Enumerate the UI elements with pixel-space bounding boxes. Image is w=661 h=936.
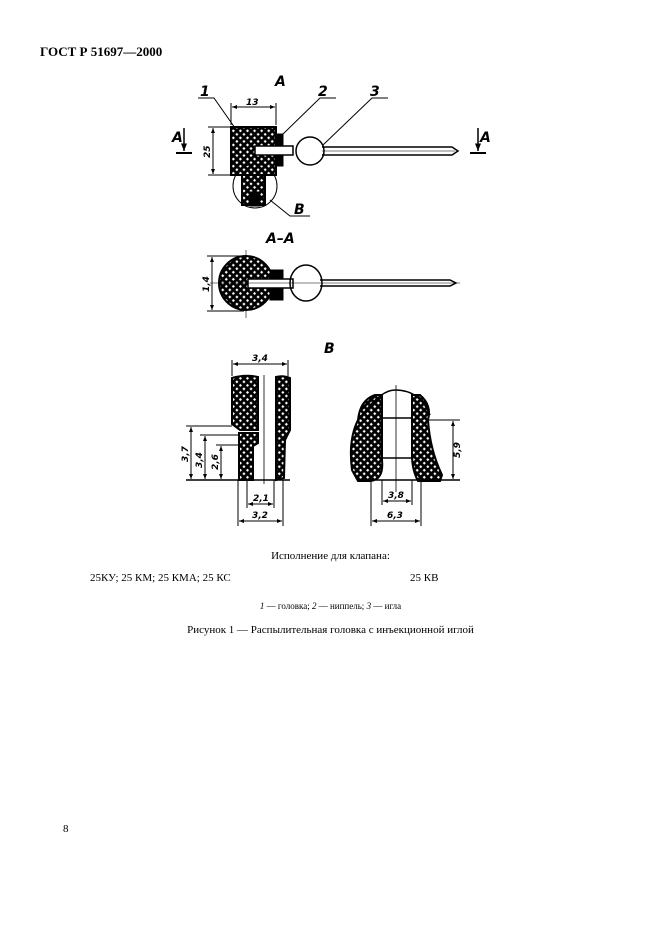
detail-b-left	[186, 360, 291, 526]
section-label: A–A	[265, 231, 295, 247]
dim-top: 3,4	[252, 354, 268, 364]
legend-text: — ниппель;	[316, 601, 367, 611]
dim-outer: 3,2	[252, 511, 268, 521]
view-a	[176, 97, 486, 217]
legend-num: 1	[259, 601, 265, 611]
detail-label: B	[324, 341, 335, 357]
legend-text: — игла	[371, 601, 402, 611]
variant-left: 25КУ; 25 КМ; 25 КМА; 25 КС	[90, 572, 231, 584]
page-number: 8	[63, 823, 69, 835]
detail-b-right	[349, 385, 460, 526]
callout-2: 2	[318, 84, 328, 100]
dim-height: 25	[203, 145, 213, 158]
dim-right-outer: 6,3	[387, 511, 403, 521]
legend-text: — головка;	[264, 601, 312, 611]
view-label: A	[274, 74, 286, 90]
variant-heading: Исполнение для клапана:	[271, 550, 390, 562]
dim-h3: 2,6	[211, 454, 221, 470]
dim-inner: 2,1	[253, 494, 269, 504]
section-marker-left: A	[171, 130, 183, 146]
callout-3: 3	[370, 84, 380, 100]
section-a-a	[207, 250, 460, 318]
dim-width: 13	[246, 98, 259, 108]
variant-right: 25 КВ	[410, 572, 439, 584]
legend-num: 2	[311, 601, 317, 611]
dim-h1: 3,7	[181, 445, 191, 462]
legend-num: 3	[366, 601, 372, 611]
dim-h2: 3,4	[195, 452, 205, 468]
dim-diameter: 1,4	[202, 276, 212, 292]
dim-right-inner: 3,8	[388, 491, 404, 501]
figure-caption: Рисунок 1 — Распылительная головка с инъ…	[187, 624, 474, 636]
callout-1: 1	[200, 84, 210, 100]
detail-callout: B	[294, 202, 305, 218]
standard-header: ГОСТ Р 51697—2000	[40, 44, 163, 59]
dim-right-height: 5,9	[453, 442, 463, 458]
figure-legend: 1 — головка; 2 — ниппель; 3 — игла	[0, 601, 661, 611]
section-marker-right: A	[479, 130, 491, 146]
